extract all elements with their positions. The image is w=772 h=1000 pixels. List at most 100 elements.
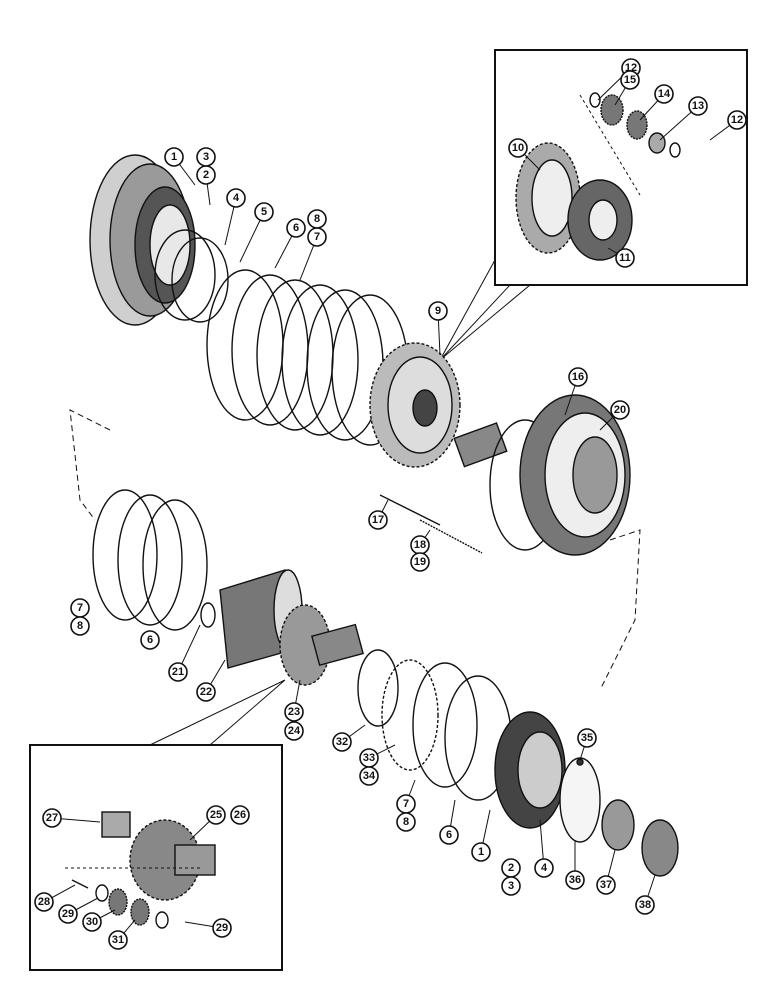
callout-number: 33 <box>363 752 375 764</box>
inset-axis-line <box>579 94 641 196</box>
callout-7: 7 <box>396 794 416 814</box>
callout-24: 24 <box>284 721 304 741</box>
callout-1: 1 <box>471 842 491 862</box>
callout-number: 29 <box>216 922 228 934</box>
inset-pointer-lower <box>149 679 286 746</box>
callout-number: 18 <box>414 539 426 551</box>
callout-21: 21 <box>168 662 188 682</box>
callout-27: 27 <box>42 808 62 828</box>
callout-4: 4 <box>226 188 246 208</box>
dashed-group-line-right <box>599 529 641 691</box>
inset-bushing-part <box>101 811 131 838</box>
callout-8: 8 <box>70 616 90 636</box>
callout-25: 25 <box>206 805 226 825</box>
callout-38: 38 <box>635 895 655 915</box>
callout-number: 12 <box>731 114 743 126</box>
callout-number: 8 <box>77 620 83 632</box>
callout-number: 26 <box>234 809 246 821</box>
callout-number: 13 <box>692 100 704 112</box>
inset-pin-part <box>71 879 89 889</box>
callout-3: 3 <box>501 876 521 896</box>
inset-carrier-hub-part <box>129 819 216 901</box>
dashed-group-line <box>69 409 111 521</box>
callout-number: 2 <box>508 862 514 874</box>
callout-number: 6 <box>293 222 299 234</box>
callout-number: 27 <box>46 812 58 824</box>
lower-plate-stack-part <box>92 489 208 631</box>
callout-13: 13 <box>688 96 708 116</box>
callout-number: 6 <box>446 829 452 841</box>
callout-26: 26 <box>230 805 250 825</box>
callout-36: 36 <box>565 870 585 890</box>
callout-number: 32 <box>336 736 348 748</box>
callout-number: 15 <box>624 74 636 86</box>
callout-2: 2 <box>501 858 521 878</box>
callout-33: 33 <box>359 748 379 768</box>
callout-16: 16 <box>568 367 588 387</box>
inset-carrier-part <box>567 179 633 261</box>
callout-3: 3 <box>196 147 216 167</box>
lower-seal-ring-part <box>357 649 399 727</box>
bolt-part <box>379 494 441 526</box>
callout-20: 20 <box>610 400 630 420</box>
callout-number: 38 <box>639 899 651 911</box>
callout-number: 5 <box>261 206 267 218</box>
callout-30: 30 <box>82 912 102 932</box>
callout-number: 30 <box>86 916 98 928</box>
callout-number: 10 <box>512 142 524 154</box>
callout-17: 17 <box>368 510 388 530</box>
callout-number: 1 <box>171 151 177 163</box>
callout-11: 11 <box>615 248 635 268</box>
callout-23: 23 <box>284 702 304 722</box>
inset-washer-part <box>95 884 109 902</box>
callout-number: 36 <box>569 874 581 886</box>
callout-37: 37 <box>596 875 616 895</box>
callout-number: 22 <box>200 686 212 698</box>
callout-6: 6 <box>286 218 306 238</box>
callout-number: 35 <box>581 732 593 744</box>
callout-number: 37 <box>600 879 612 891</box>
inset-washer2-part <box>155 911 169 929</box>
callout-19: 19 <box>410 552 430 572</box>
callout-number: 31 <box>112 934 124 946</box>
callout-15: 15 <box>620 70 640 90</box>
callout-6: 6 <box>439 825 459 845</box>
seal-ring-part <box>154 229 229 323</box>
lower-friction-plates-part <box>381 659 512 801</box>
inset-pointer-upper <box>439 259 532 361</box>
callout-number: 2 <box>203 169 209 181</box>
inset-box-planet-gear <box>494 49 748 286</box>
callout-number: 6 <box>147 634 153 646</box>
carrier-housing-part <box>489 394 631 556</box>
callout-number: 9 <box>435 305 441 317</box>
callout-number: 7 <box>77 602 83 614</box>
piston-housing-part <box>89 154 196 326</box>
callout-32: 32 <box>332 732 352 752</box>
callout-10: 10 <box>508 138 528 158</box>
callout-9: 9 <box>428 301 448 321</box>
callout-number: 19 <box>414 556 426 568</box>
callout-number: 3 <box>508 880 514 892</box>
callout-number: 17 <box>372 514 384 526</box>
callout-number: 21 <box>172 666 184 678</box>
callout-number: 28 <box>38 896 50 908</box>
callout-4: 4 <box>534 858 554 878</box>
callout-6: 6 <box>140 630 160 650</box>
callout-7: 7 <box>307 227 327 247</box>
bearing-part <box>601 799 635 851</box>
callout-number: 24 <box>288 725 301 737</box>
nut-part <box>641 819 679 877</box>
sun-gear-shaft-part <box>279 604 364 686</box>
callout-number: 1 <box>478 846 484 858</box>
callout-number: 7 <box>403 798 409 810</box>
callout-number: 29 <box>62 908 74 920</box>
callout-number: 34 <box>363 770 376 782</box>
callout-number: 4 <box>233 192 240 204</box>
callout-group: 1234567891011121314151617181920212223242… <box>34 58 747 950</box>
drum-part <box>219 569 303 669</box>
pinion-shaft-part <box>453 422 508 468</box>
callout-5: 5 <box>254 202 274 222</box>
callout-number: 3 <box>203 151 209 163</box>
stud-part <box>419 519 483 554</box>
